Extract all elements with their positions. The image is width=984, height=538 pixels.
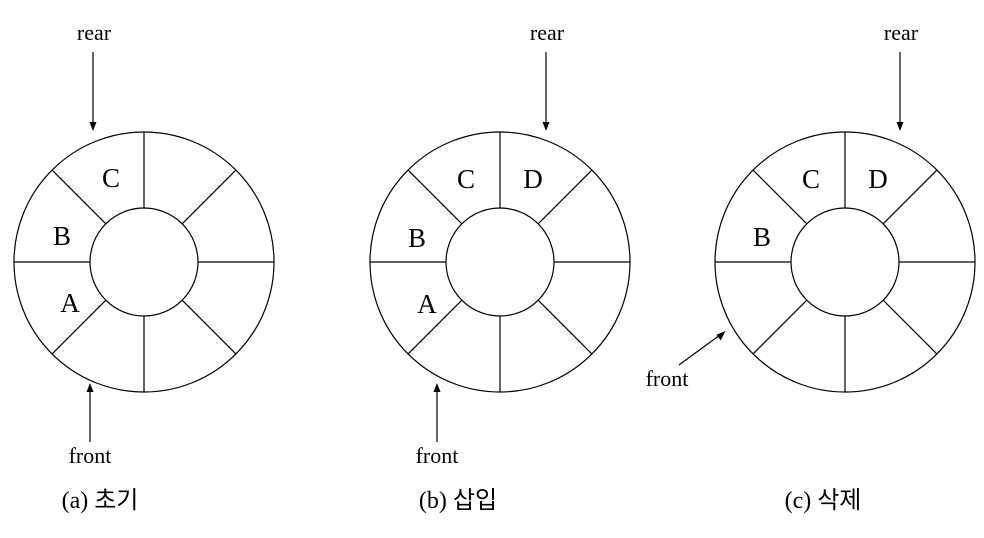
- front-pointer: front: [646, 331, 726, 391]
- front-pointer: front: [416, 383, 459, 468]
- cell-divider: [537, 169, 593, 225]
- diagram-caption: (a) 초기: [62, 487, 139, 514]
- diagram-initial: C B A rear front (a) 초기: [13, 20, 275, 514]
- cell-dividers: [370, 132, 630, 392]
- front-pointer: front: [69, 383, 112, 468]
- cell-divider: [181, 299, 237, 355]
- cell-divider: [407, 169, 463, 225]
- front-label: front: [69, 443, 112, 468]
- rear-pointer: rear: [77, 20, 112, 131]
- diagram-insert: C D B A rear front (b) 삽입: [369, 20, 631, 514]
- cell-label: C: [102, 163, 120, 193]
- rear-label: rear: [77, 20, 112, 45]
- cell-divider: [752, 169, 808, 225]
- cell-label: B: [53, 221, 71, 251]
- cell-divider: [51, 169, 107, 225]
- cell-label: C: [457, 164, 475, 194]
- cell-divider: [752, 299, 808, 355]
- cell-divider: [882, 169, 938, 225]
- cell-divider: [181, 169, 237, 225]
- cell-label: B: [753, 222, 771, 252]
- cell-label: A: [417, 289, 437, 319]
- cell-label: D: [523, 164, 543, 194]
- cell-divider: [882, 299, 938, 355]
- cell-dividers: [14, 132, 274, 392]
- cell-divider: [51, 299, 107, 355]
- cell-label: B: [408, 223, 426, 253]
- front-label: front: [416, 443, 459, 468]
- diagram-delete: C D B rear front (c) 삭제: [646, 20, 976, 514]
- cell-divider: [537, 299, 593, 355]
- rear-label: rear: [530, 20, 565, 45]
- rear-label: rear: [884, 20, 919, 45]
- cell-dividers: [715, 132, 975, 392]
- cell-divider: [407, 299, 463, 355]
- cell-label: D: [868, 164, 888, 194]
- diagram-caption: (b) 삽입: [419, 487, 497, 514]
- rear-pointer: rear: [530, 20, 565, 131]
- cell-label: C: [802, 164, 820, 194]
- rear-pointer: rear: [884, 20, 919, 131]
- front-label: front: [646, 366, 689, 391]
- cell-label: A: [60, 288, 80, 318]
- diagram-caption: (c) 삭제: [785, 487, 862, 514]
